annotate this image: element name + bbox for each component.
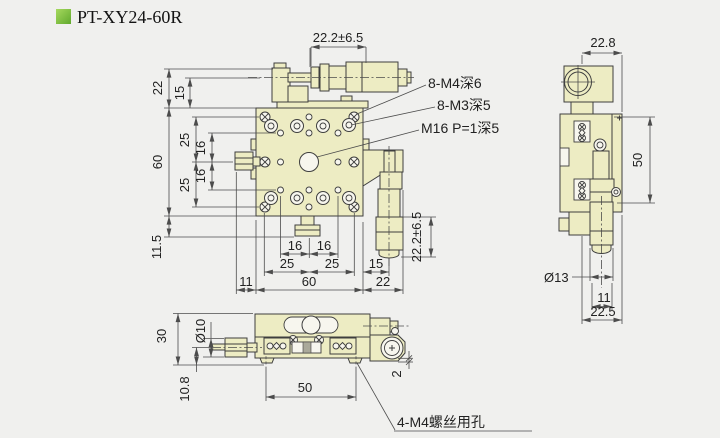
callout-8-m3: 8-M3深5 [437,97,491,113]
m3-holes [277,113,342,211]
bottom-right-micrometer [363,317,409,362]
right-micrometer [362,146,404,266]
dim-front-bottom-60: 60 [302,274,316,289]
callout-8-m4: 8-M4深6 [428,75,482,91]
bottom-view: 30 Ø10 10.8 50 2 [154,313,532,432]
side-micrometer [589,196,614,288]
front-view: 22.2±6.5 22 15 60 25 25 16 [149,30,499,294]
stage-plate [250,48,370,217]
bottom-dimensions: 30 Ø10 10.8 50 2 [154,313,532,432]
dim-front-top: 22.2±6.5 [313,30,364,45]
dim-front-bottom-16a: 16 [288,238,302,253]
dim-front-bottom-11: 11 [239,274,253,289]
top-micrometer [248,61,414,109]
front-dimensions: 22.2±6.5 22 15 60 25 25 16 [149,30,436,294]
dim-front-left-25b: 25 [177,178,192,192]
bottom-knob [294,215,321,237]
callout-m16: M16 P=1深5 [421,120,499,136]
page-title: PT-XY24-60R [77,7,182,27]
dim-bottom-30: 30 [154,329,169,343]
dim-bottom-10-8: 10.8 [177,376,192,401]
dim-side-22-8: 22.8 [590,35,615,50]
m4-holes [264,118,356,205]
dim-bottom-50: 50 [298,380,312,395]
dim-front-bottom-25a: 25 [280,256,294,271]
dim-front-bottom-22: 22 [376,274,390,289]
m16-center-hole [299,152,319,172]
dim-side-22-5: 22.5 [590,304,615,319]
dim-front-left-60: 60 [150,155,165,169]
dim-front-left-25a: 25 [177,133,192,147]
green-bullet-icon [56,9,71,24]
dim-front-left-16a: 16 [193,141,208,155]
dim-bottom-dia10: Ø10 [193,319,208,344]
dim-front-bottom-25b: 25 [325,256,339,271]
dim-front-bottom-16b: 16 [317,238,331,253]
corner-screws [259,111,360,213]
callout-4-m4: 4-M4螺丝用孔 [397,414,485,430]
dim-side-50: 50 [630,153,645,167]
left-knob [234,151,261,171]
dim-side-11: 11 [597,290,611,305]
dim-front-bottom-15: 15 [369,256,383,271]
side-dimensions: 22.8 50 Ø13 11 22.5 [544,35,655,324]
bottom-left-knob [211,337,262,358]
dim-front-left-16b: 16 [193,169,208,183]
front-callouts: 8-M4深6 8-M3深5 M16 P=1深5 [316,75,499,158]
side-view: 22.8 50 Ø13 11 22.5 [544,35,655,324]
dim-front-left-11-5: 11.5 [149,235,164,259]
dim-front-right-travel: 22.2±6.5 [409,212,424,263]
title-block: PT-XY24-60R [56,7,182,27]
dim-bottom-2: 2 [389,370,404,377]
dim-front-left-22: 22 [150,81,165,95]
dim-side-dia13: Ø13 [544,270,569,285]
dim-front-left-15: 15 [172,86,187,100]
